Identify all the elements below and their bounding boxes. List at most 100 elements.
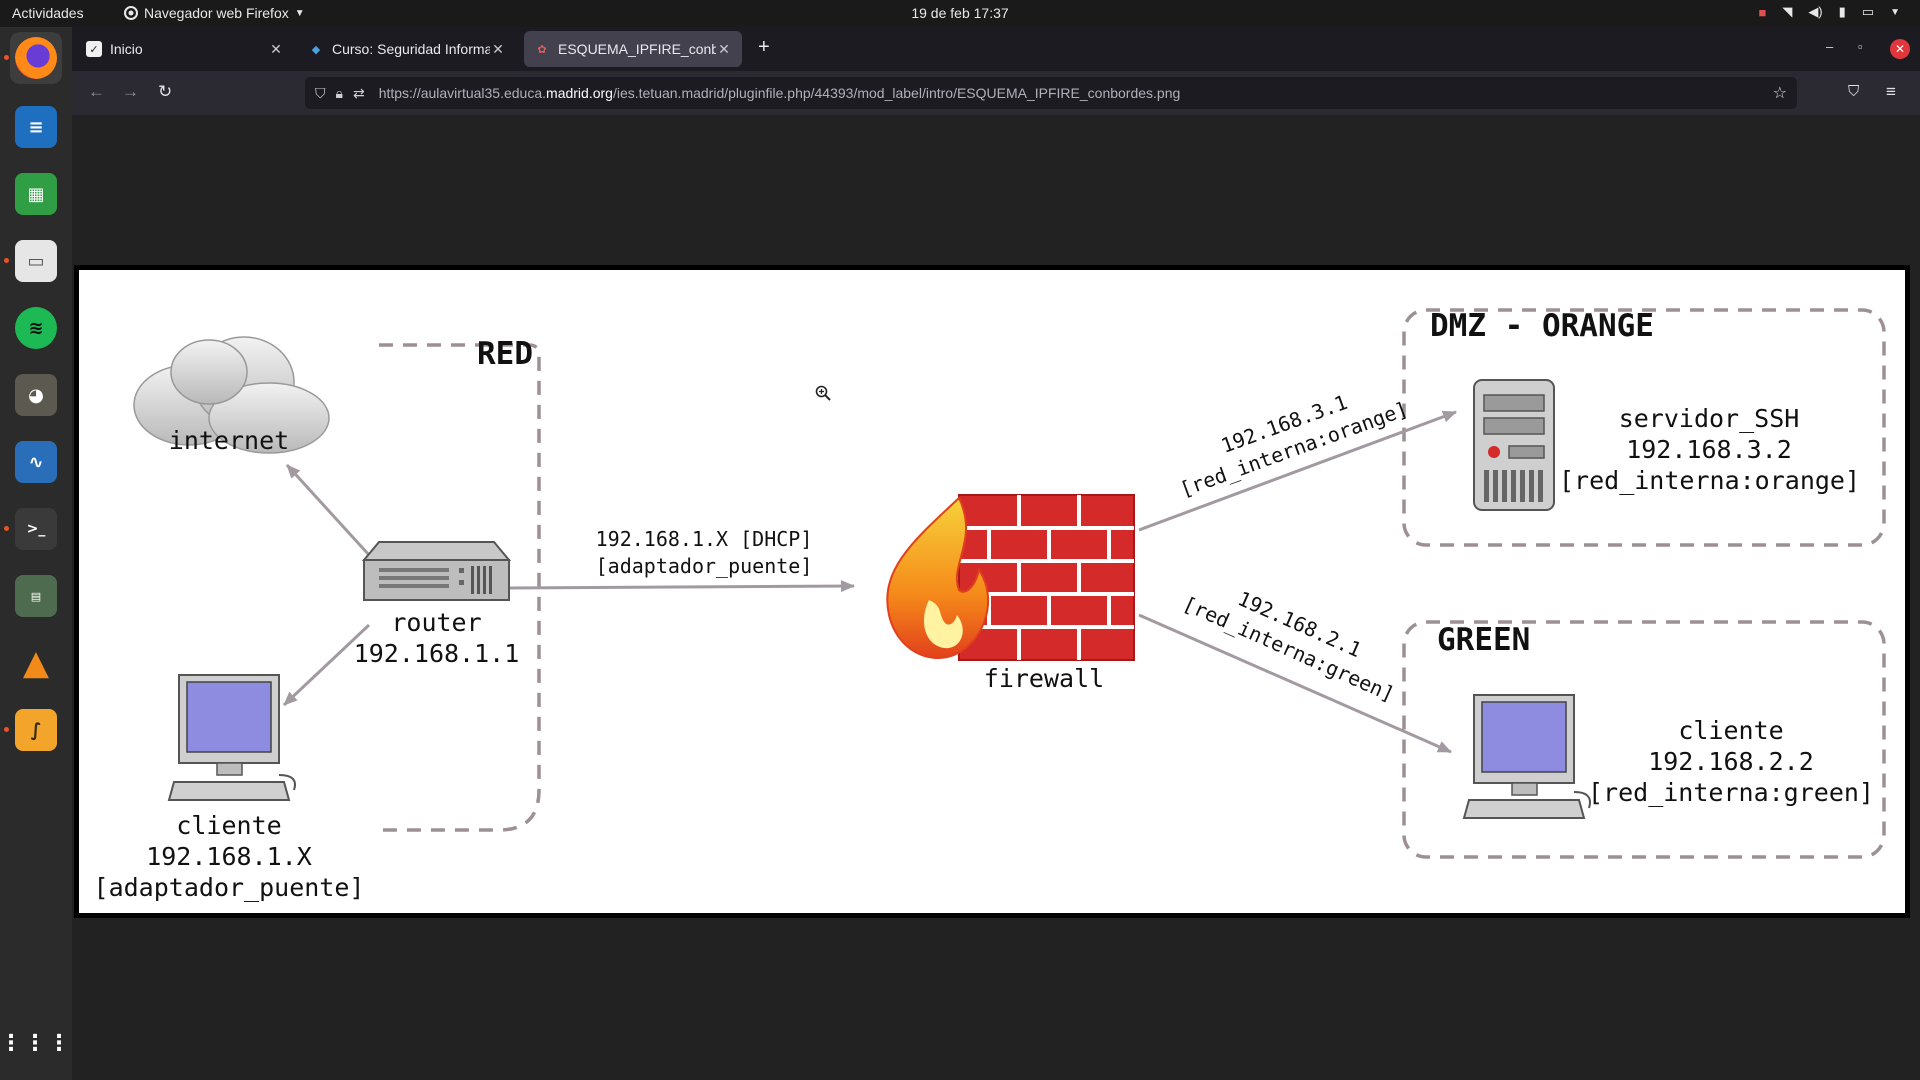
dock-terminal[interactable]: >_ (10, 503, 62, 555)
dmz-zone-title: DMZ - ORANGE (1430, 308, 1654, 344)
activities-button[interactable]: Actividades (12, 5, 84, 21)
reload-button[interactable]: ↻ (158, 82, 173, 101)
lock-icon[interactable]: 🔒︎ (335, 84, 343, 101)
green-client-label: cliente 192.168.2.2 [red_interna:green] (1588, 716, 1874, 807)
diagram-shapes (133, 308, 1886, 859)
shield-icon[interactable]: ⛉ (315, 84, 326, 101)
navigation-bar: ← → ↻ ⛉ 🔒︎ ⇄ https://aulavirtual35.educa… (72, 71, 1920, 115)
spotify-icon: ≋ (15, 307, 57, 349)
show-applications-button[interactable]: ⋮⋮⋮ (0, 1017, 72, 1069)
vlc-icon: ▲ (22, 643, 50, 683)
url-text[interactable]: https://aulavirtual35.educa.madrid.org/i… (378, 85, 1181, 101)
running-indicator (4, 727, 9, 732)
hamburger-menu-icon[interactable]: ≡ (1886, 82, 1896, 101)
image-favicon-icon: ✿ (537, 43, 547, 56)
dock-monitor[interactable]: ∿ (10, 436, 62, 488)
minimize-button[interactable]: – (1826, 39, 1834, 54)
left-client-label: cliente 192.168.1.X [adaptador_puente] (93, 811, 365, 902)
red-link-label: 192.168.1.X [DHCP] [adaptador_puente] (595, 527, 813, 578)
network-diagram-image[interactable]: RED DMZ - ORANGE GREEN internet router 1… (74, 265, 1910, 918)
pocket-icon[interactable]: ⛉ (1848, 83, 1860, 100)
flame-icon (886, 496, 989, 660)
router-internet-arrow (285, 463, 371, 557)
internet-cloud-icon (133, 336, 330, 454)
firefox-app-icon (124, 6, 138, 20)
dmz-zone-border (1402, 308, 1886, 547)
files-icon: ▭ (15, 240, 57, 282)
router-firewall-arrow (508, 580, 855, 593)
microphone-icon: ▮ (1838, 4, 1846, 19)
back-button[interactable]: ← (88, 82, 105, 101)
app-grid-icon: ⋮⋮⋮ (0, 1030, 72, 1056)
tab-curso[interactable]: ◆ Curso: Seguridad Informa ✕ (298, 31, 516, 67)
close-icon[interactable]: ✕ (718, 40, 730, 57)
green-client-computer-icon (1462, 694, 1591, 819)
zoom-in-cursor-icon (815, 385, 831, 401)
dock: ≡ ▦ ▭ ≋ ◕ ∿ >_ ▤ ▲ ∫ ⋮⋮⋮ (0, 27, 72, 1080)
firewall-green-arrow (1138, 613, 1452, 754)
tab-bar: ✓ Inicio ✕ ◆ Curso: Seguridad Informa ✕ … (72, 27, 1920, 71)
tab-inicio[interactable]: ✓ Inicio ✕ (76, 31, 294, 67)
screen-record-icon: ■ (1758, 4, 1767, 20)
ssh-server-label: servidor_SSH 192.168.3.2 [red_interna:or… (1559, 404, 1861, 495)
red-zone-border (379, 343, 541, 832)
system-monitor-icon: ∿ (15, 441, 57, 483)
chevron-down-icon: ▼ (1890, 6, 1900, 18)
router-label: router 192.168.1.1 (353, 608, 520, 668)
chevron-down-icon: ▼ (294, 7, 305, 19)
clock[interactable]: 19 de feb 17:37 (911, 5, 1009, 21)
writer-icon: ≡ (15, 106, 57, 148)
green-zone-border (1402, 620, 1886, 859)
firewall-icon (886, 494, 1135, 661)
dock-firefox[interactable] (10, 32, 62, 84)
tab-label: ESQUEMA_IPFIRE_conbo (558, 41, 716, 57)
system-top-bar: Actividades Navegador web Firefox ▼ 19 d… (0, 0, 1920, 27)
dock-calc[interactable]: ▦ (10, 168, 62, 220)
window-close-button[interactable]: ✕ (1890, 39, 1910, 59)
dock-app2[interactable]: ∫ (10, 704, 62, 756)
dock-files[interactable]: ▭ (10, 235, 62, 287)
dock-writer[interactable]: ≡ (10, 101, 62, 153)
new-tab-button[interactable]: + (758, 36, 770, 58)
wifi-icon: ◥ (1782, 4, 1793, 19)
forward-button[interactable]: → (122, 82, 139, 101)
running-indicator (4, 526, 9, 531)
green-app-icon: ▤ (15, 575, 57, 617)
router-icon (361, 541, 512, 601)
battery-icon: ▭ (1861, 4, 1875, 19)
permissions-icon[interactable]: ⇄ (352, 84, 365, 101)
bookmark-star-icon[interactable]: ☆ (1772, 85, 1787, 102)
maximize-button[interactable]: ▫ (1858, 39, 1863, 54)
checkbox-favicon-icon: ✓ (86, 41, 102, 57)
client-computer-icon (167, 674, 296, 801)
router-client-arrow (282, 623, 371, 707)
firewall-dmz-arrow (1138, 410, 1457, 532)
server-icon (1473, 379, 1555, 511)
diagram-canvas: RED DMZ - ORANGE GREEN internet router 1… (79, 270, 1905, 913)
tab-label: Inicio (110, 41, 143, 57)
address-bar[interactable]: ⛉ 🔒︎ ⇄ https://aulavirtual35.educa.madri… (305, 77, 1797, 109)
firefox-icon (15, 37, 57, 79)
red-zone-title: RED (477, 336, 533, 372)
tab-label: Curso: Seguridad Informa (332, 41, 490, 57)
close-icon[interactable]: ✕ (270, 40, 282, 57)
dock-spotify[interactable]: ≋ (10, 302, 62, 354)
orange-app-icon: ∫ (15, 709, 57, 751)
gimp-icon: ◕ (15, 374, 57, 416)
dock-gimp[interactable]: ◕ (10, 369, 62, 421)
terminal-icon: >_ (15, 508, 57, 550)
volume-icon: ◀) (1808, 4, 1823, 19)
system-tray[interactable]: ■ ◥ ◀) ▮ ▭ ▼ (1758, 4, 1900, 20)
firewall-label: firewall (983, 664, 1105, 693)
close-icon[interactable]: ✕ (492, 40, 504, 57)
dock-app[interactable]: ▤ (10, 570, 62, 622)
app-menu-label: Navegador web Firefox (144, 5, 289, 21)
app-menu[interactable]: Navegador web Firefox ▼ (124, 5, 305, 21)
green-zone-title: GREEN (1437, 622, 1531, 658)
calc-icon: ▦ (15, 173, 57, 215)
tab-esquema[interactable]: ✿ ESQUEMA_IPFIRE_conbo ✕ (524, 31, 742, 67)
running-indicator (4, 258, 9, 263)
dock-vlc[interactable]: ▲ (10, 637, 62, 689)
internet-label: internet (168, 426, 290, 455)
graduation-cap-icon: ◆ (311, 43, 321, 56)
